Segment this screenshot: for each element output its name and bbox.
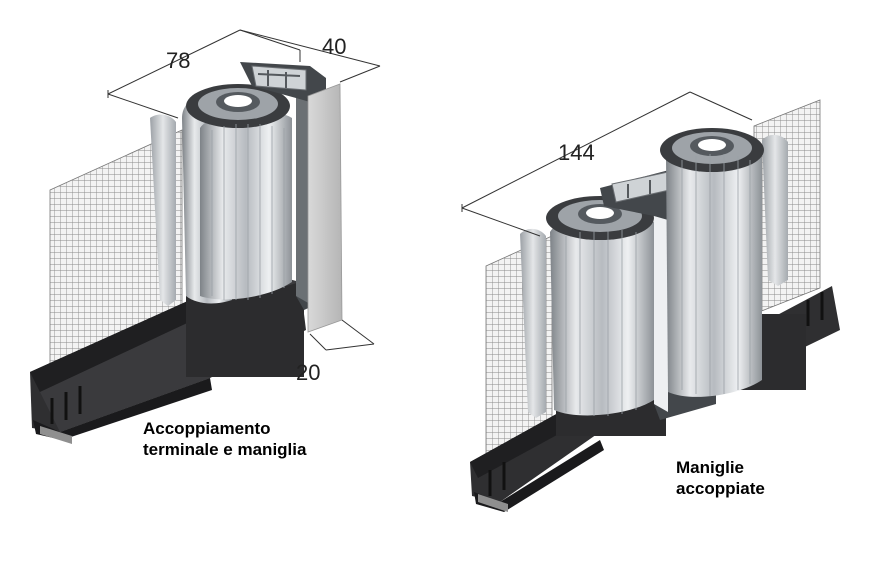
right-roller-housing-right — [660, 128, 788, 397]
left-side-plate — [307, 83, 343, 333]
left-handle-profile — [240, 62, 326, 310]
dimension-left-depth: 40 — [322, 34, 346, 59]
left-dimension-lines — [107, 29, 381, 351]
right-roller-housing-left — [520, 196, 654, 418]
left-roller-housing — [150, 84, 292, 306]
caption-right-line2: accoppiate — [676, 479, 765, 498]
right-assembly: 144 — [461, 91, 840, 512]
left-assembly: 78 40 20 — [30, 29, 381, 444]
caption-left-line2: terminale e maniglia — [143, 440, 307, 459]
dimension-right-width: 144 — [558, 140, 595, 165]
dimension-left-width: 78 — [166, 48, 190, 73]
caption-right: Maniglie accoppiate — [676, 457, 765, 499]
caption-left-line1: Accoppiamento — [143, 419, 271, 438]
right-dimension-lines — [461, 91, 753, 237]
caption-right-line1: Maniglie — [676, 458, 745, 477]
caption-left: Accoppiamento terminale e maniglia — [143, 418, 306, 460]
left-base-profile — [30, 266, 306, 444]
dimension-left-side: 20 — [296, 360, 320, 385]
